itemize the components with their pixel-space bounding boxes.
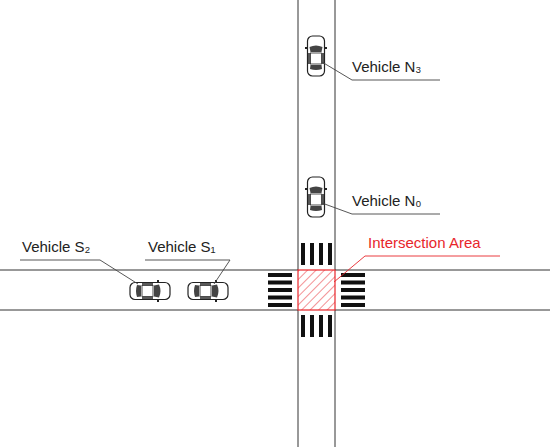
crosswalk-stripe [328,243,332,265]
crosswalk-stripe [268,303,292,307]
vehicle-label: Vehicle S₂ [22,238,90,256]
crosswalk [268,243,365,337]
vehicle-car [130,280,170,302]
intersection-area [298,270,335,310]
crosswalk-stripe [301,243,305,265]
crosswalk-stripe [268,281,292,285]
vehicle-label: Vehicle S₁ [148,238,216,256]
vehicle-car [188,280,228,302]
leader-line [334,256,500,282]
vehicle-car [305,177,327,217]
crosswalk-stripe [341,296,365,300]
vehicle-car [305,36,327,76]
crosswalk-stripe [328,315,332,337]
crosswalk-stripe [268,288,292,292]
vehicle-label: Vehicle N₃ [352,58,421,76]
area-label: Intersection Area [368,234,481,252]
vehicle-label: Vehicle N₀ [352,192,422,210]
crosswalk-stripe [341,288,365,292]
crosswalk-stripe [268,273,292,277]
crosswalk-stripe [310,315,314,337]
crosswalk-stripe [268,296,292,300]
crosswalk-stripe [301,315,305,337]
crosswalk-stripe [341,281,365,285]
crosswalk-stripe [319,243,323,265]
crosswalk-stripe [319,315,323,337]
crosswalk-stripe [310,243,314,265]
crosswalk-stripe [341,303,365,307]
